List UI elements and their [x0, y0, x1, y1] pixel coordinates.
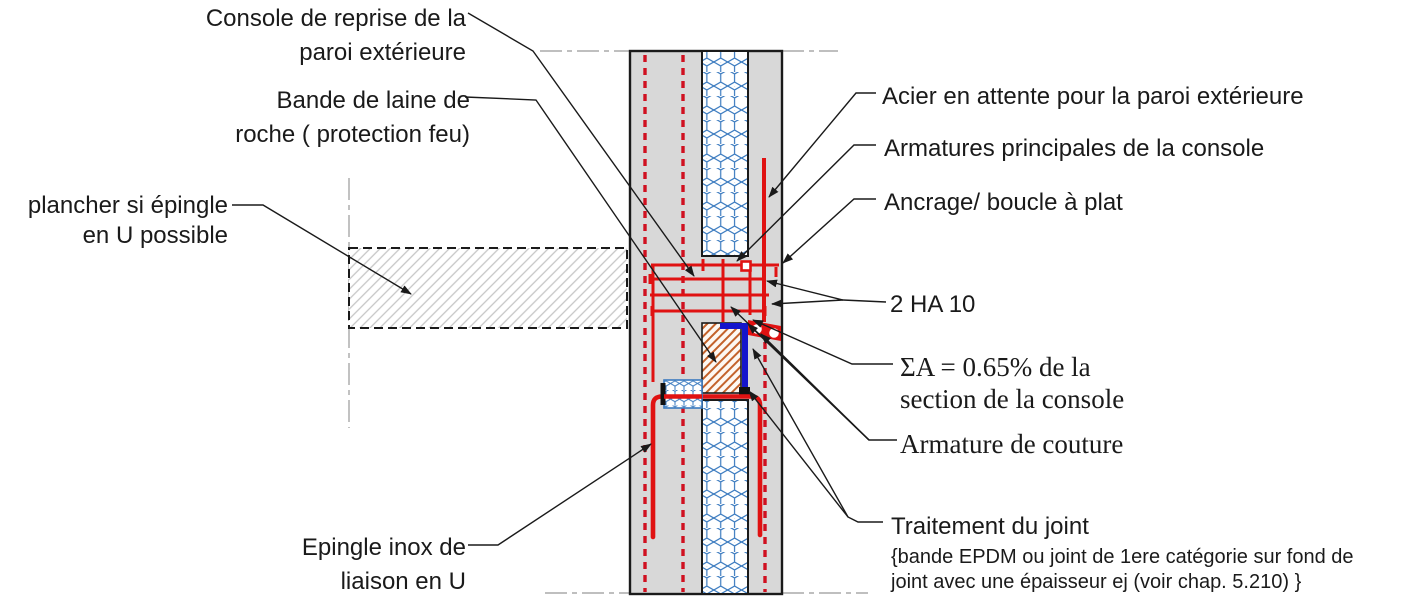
label-epingle: Epingle inox de liaison en U — [240, 531, 466, 599]
label-acier-attente: Acier en attente pour la paroi extérieur… — [882, 83, 1304, 110]
label-bande-laine: Bande de laine de roche ( protection feu… — [150, 84, 470, 152]
leader-traitement-b — [748, 390, 849, 518]
leader-plancher — [232, 204, 412, 295]
label-ancrage: Ancrage/ boucle à plat — [884, 189, 1123, 216]
leader-traitement-a — [752, 348, 883, 523]
label-bande-line2: roche ( protection feu) — [235, 121, 470, 148]
floor-slab — [348, 247, 628, 329]
label-sigma-line1: ΣA = 0.65% de la — [900, 352, 1091, 382]
leader-console — [467, 12, 695, 277]
rockwool-band — [660, 379, 703, 409]
dotted-rebar-lines — [643, 55, 767, 592]
label-console-line2: paroi extérieure — [299, 39, 466, 66]
label-epingle-line2: liaison en U — [340, 568, 466, 595]
leader-sigma — [752, 319, 893, 365]
label-bande-line1: Bande de laine de — [276, 87, 471, 114]
label-traitement-joint: Traitement du joint — [891, 513, 1089, 540]
insulation-upper — [701, 50, 749, 257]
label-console: Console de reprise de la paroi extérieur… — [150, 2, 466, 70]
label-traitement-note-line2: joint avec une épaisseur ej (voir chap. … — [891, 571, 1302, 593]
leader-epingle — [468, 443, 652, 546]
label-plancher-line1: plancher si épingle — [27, 192, 228, 219]
joint-treatment-line — [720, 323, 748, 389]
u-pin — [650, 394, 763, 540]
label-traitement-note-line1: {bande EPDM ou joint de 1ere catégorie s… — [891, 546, 1354, 568]
leader-ha10-a — [766, 279, 887, 303]
leader-armatures — [736, 144, 876, 262]
label-sigma: ΣA = 0.65% de la section de la console — [900, 351, 1124, 415]
label-epingle-line1: Epingle inox de — [301, 534, 466, 561]
label-armature-couture: Armature de couture — [900, 429, 1124, 459]
leader-ha10-b — [771, 299, 844, 308]
leader-bande — [464, 96, 717, 363]
insulation-lower — [701, 399, 749, 595]
leader-couture-c — [760, 333, 870, 441]
fire-protection-band — [701, 322, 742, 394]
leader-acier — [768, 92, 876, 198]
joint-bottom-block — [739, 387, 750, 398]
label-console-line1: Console de reprise de la — [205, 5, 466, 32]
leader-lines — [232, 12, 897, 546]
anchor-section-square — [740, 260, 752, 272]
label-armatures-principales: Armatures principales de la console — [884, 135, 1265, 162]
leader-ancrage — [782, 198, 876, 264]
label-plancher-line2: en U possible — [82, 222, 228, 249]
label-sigma-line2: section de la console — [900, 384, 1125, 414]
label-2ha10: 2 HA 10 — [890, 291, 976, 318]
label-traitement-note: {bande EPDM ou joint de 1ere catégorie s… — [891, 545, 1354, 595]
label-plancher: plancher si épingle en U possible — [0, 191, 228, 251]
